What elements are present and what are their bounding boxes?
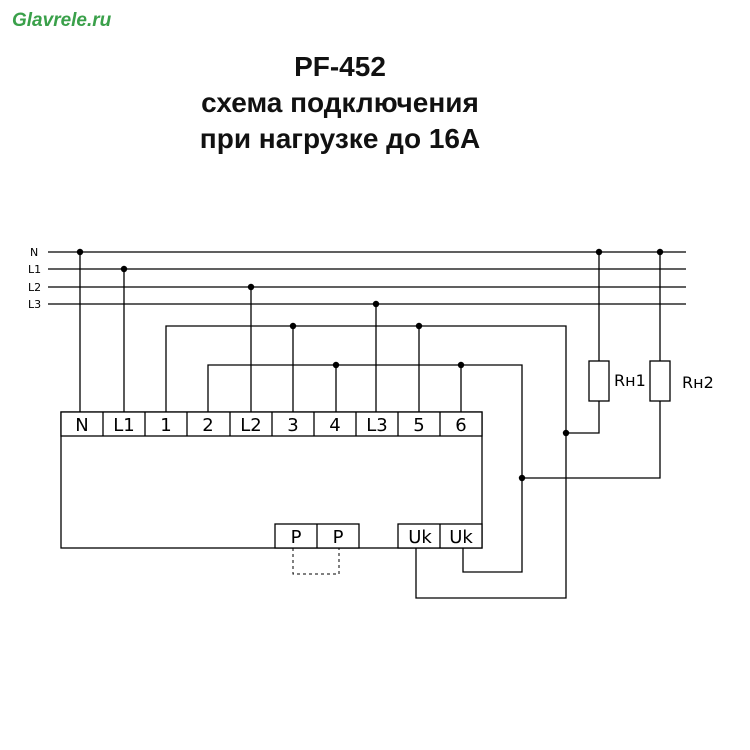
terminal-l1: L1 [113,415,134,436]
junction-dots [76,248,664,482]
title-subtitle: схема подключения [201,87,479,118]
top-terminal-block: N L1 1 2 L2 3 4 L3 5 6 [60,411,483,437]
terminal-n: N [75,415,88,436]
terminal-l2: L2 [240,415,261,436]
bus-lines [48,251,686,305]
bus-label-n: N [30,246,38,259]
load-label-rn1: Rн1 [614,371,646,390]
p-jumper-dashed [292,548,340,575]
uk-terminal-block: Uk Uk [397,523,483,549]
terminal-1: 1 [160,415,171,436]
terminal-uk-2: Uk [449,527,473,548]
terminal-6: 6 [455,415,466,436]
title-model: PF-452 [294,51,386,82]
terminal-p-2: P [333,527,344,548]
terminal-3: 3 [287,415,298,436]
site-logo: Glavrele.ru [12,10,112,31]
bus-label-l1: L1 [28,263,41,276]
terminal-2: 2 [202,415,213,436]
terminal-p-1: P [291,527,302,548]
load-rn1: Rн1 [588,360,646,402]
p-terminal-block: P P [274,523,360,575]
contact-wires [165,252,661,599]
bus-labels: N L1 L2 L3 [28,246,41,311]
terminal-5: 5 [413,415,424,436]
terminal-4: 4 [329,415,340,436]
terminal-uk-1: Uk [408,527,432,548]
terminal-l3: L3 [366,415,387,436]
bus-label-l2: L2 [28,281,41,294]
title-load: при нагрузке до 16А [199,123,481,154]
load-rn2: Rн2 [649,360,714,402]
bus-label-l3: L3 [28,298,41,311]
load-label-rn2: Rн2 [682,373,714,392]
supply-wires [79,252,377,412]
